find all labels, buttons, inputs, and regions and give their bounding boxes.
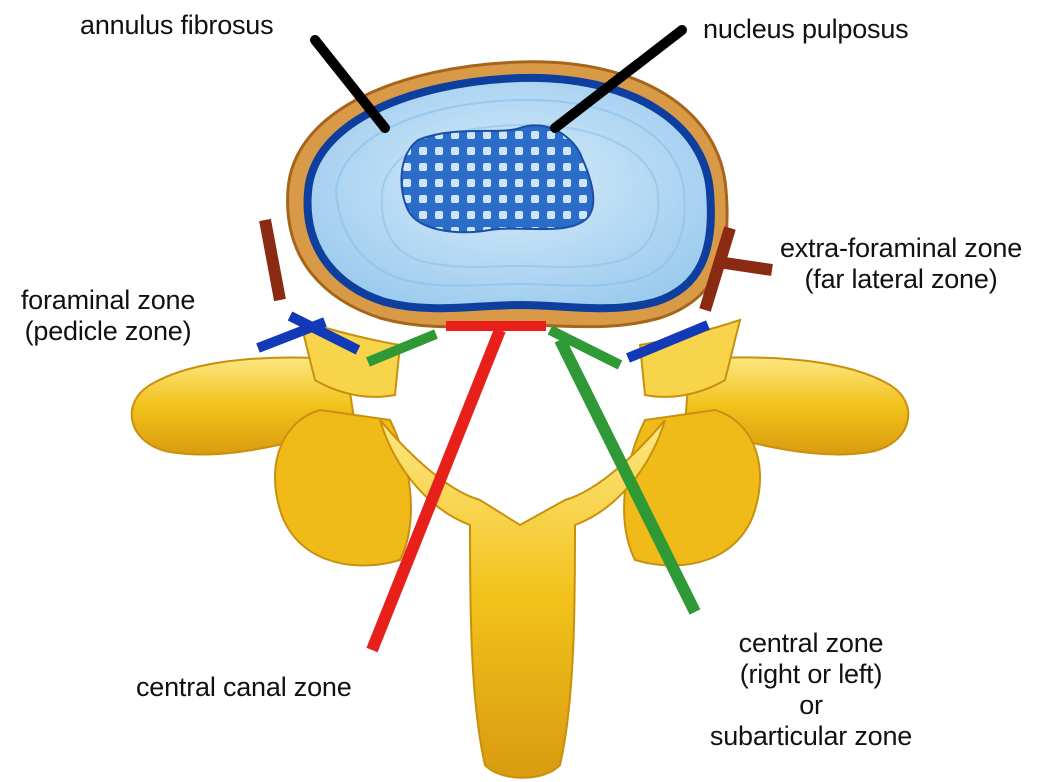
extra-foraminal-zone-label: extra-foraminal zone (far lateral zone)	[766, 233, 1036, 295]
vertebral-disc	[288, 62, 728, 327]
central-zone-label-line3: or	[676, 690, 946, 721]
annulus-fibrosus-label: annulus fibrosus	[80, 10, 273, 41]
extra-foraminal-pointer	[718, 262, 772, 270]
extra-foraminal-label-line1: extra-foraminal zone	[766, 233, 1036, 264]
nucleus-pulposus-label: nucleus pulposus	[703, 14, 908, 45]
central-zone-label-line4: subarticular zone	[676, 721, 946, 752]
central-zone-label-line1: central zone	[676, 628, 946, 659]
central-zone-label: central zone (right or left) or subartic…	[676, 628, 946, 752]
central-canal-zone-label: central canal zone	[136, 672, 352, 703]
nucleus-pulposus-region	[401, 125, 593, 232]
central-zone-label-line2: (right or left)	[676, 659, 946, 690]
foraminal-zone-label: foraminal zone (pedicle zone)	[8, 285, 208, 347]
right-articular-process	[624, 410, 760, 566]
foraminal-label-line2: (pedicle zone)	[8, 316, 208, 347]
foraminal-label-line1: foraminal zone	[8, 285, 208, 316]
extra-foraminal-label-line2: (far lateral zone)	[766, 264, 1036, 295]
left-extra-foraminal-marker	[265, 220, 280, 300]
